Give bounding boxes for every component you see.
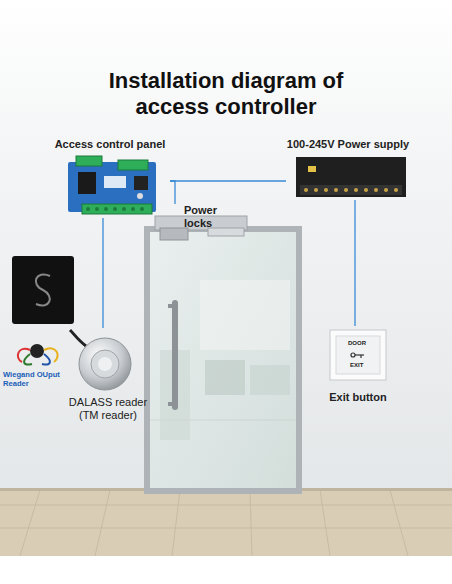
node-label: Access control panel bbox=[50, 138, 170, 151]
button-text: DOOR bbox=[348, 340, 366, 346]
device-node: Power locks bbox=[158, 204, 248, 244]
node-label: DALASS reader (TM reader) bbox=[65, 396, 151, 422]
button-text: EXIT bbox=[350, 362, 363, 368]
connector-line bbox=[170, 181, 175, 204]
node-label: Power locks bbox=[184, 204, 248, 230]
connector-line bbox=[102, 218, 103, 328]
node-label: Wiegand OUput Reader bbox=[3, 370, 63, 388]
node-label: 100-245V Power supply bbox=[286, 138, 410, 151]
connector-line bbox=[170, 180, 286, 181]
device-node: Access control panel bbox=[50, 138, 170, 218]
device-node: 100-245V Power supply bbox=[286, 138, 410, 200]
node-label: Exit button bbox=[318, 391, 398, 404]
device-node: DALASS reader (TM reader) bbox=[65, 328, 151, 422]
connector-line bbox=[354, 200, 355, 326]
diagram-title: Installation diagram of access controlle… bbox=[91, 68, 361, 120]
device-node: Wiegand OUput Reader bbox=[3, 252, 63, 388]
